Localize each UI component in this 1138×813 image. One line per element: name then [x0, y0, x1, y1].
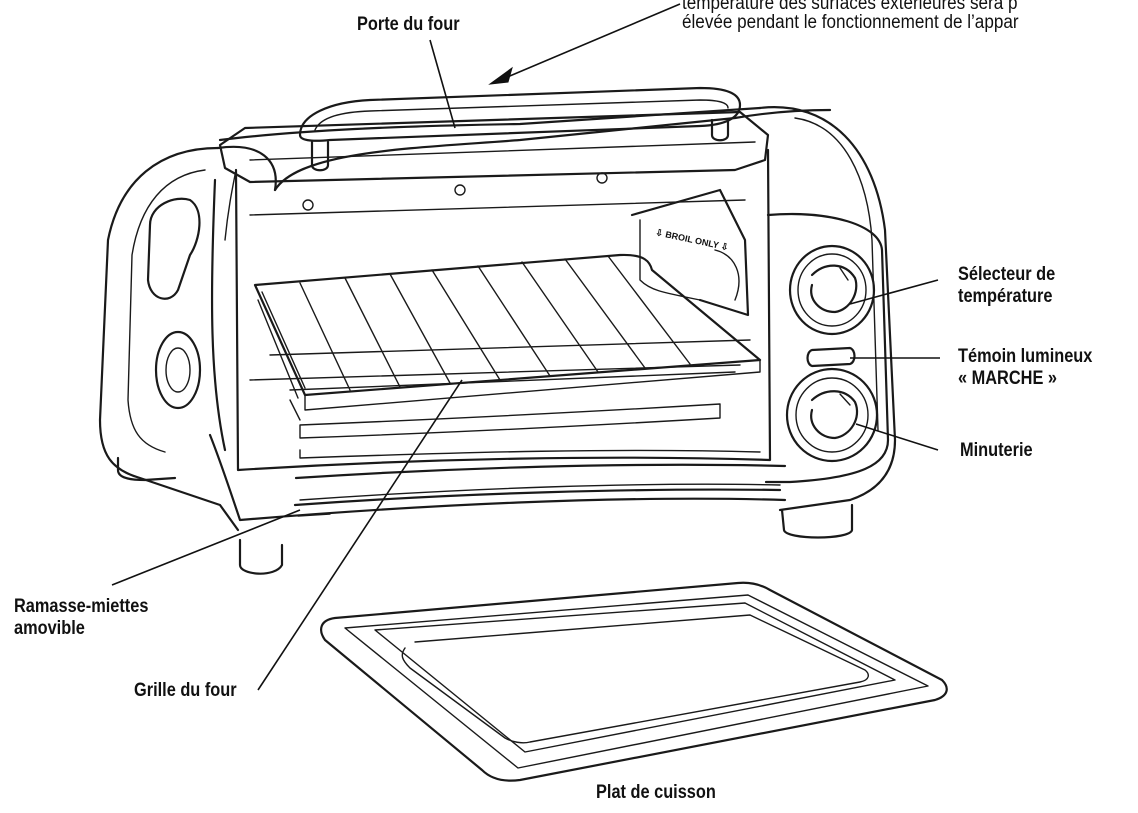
label-oven-door: Porte du four — [357, 14, 460, 35]
label-crumb-tray-line-1: Ramasse-miettes — [14, 596, 149, 617]
temperature-knob — [788, 244, 876, 336]
timer-knob — [785, 367, 879, 463]
oven-rack — [253, 253, 762, 421]
label-timer: Minuterie — [960, 440, 1033, 461]
oven-body — [98, 106, 897, 575]
oven-cavity — [210, 148, 772, 472]
label-baking-pan: Plat de cuisson — [596, 782, 716, 803]
baking-pan — [320, 581, 948, 782]
warning-line-1: température des surfaces extérieures ser… — [682, 0, 1018, 14]
oven-door — [218, 86, 770, 184]
label-temperature-selector-line-1: Sélecteur de — [958, 264, 1056, 285]
label-temperature-selector-line-2: température — [958, 286, 1053, 307]
label-crumb-tray: Ramasse-miettes amovible — [14, 596, 148, 640]
leader-lines — [111, 3, 940, 691]
label-crumb-tray-line-2: amovible — [14, 618, 85, 639]
warning-text: température des surfaces extérieures ser… — [682, 0, 1019, 32]
warning-line-2: élevée pendant le fonctionnement de l’ap… — [682, 12, 1019, 33]
broil-only-stamp: ⇩ BROIL ONLY ⇩ — [655, 227, 730, 252]
label-power-light-line-2: « MARCHE » — [958, 368, 1057, 389]
label-oven-rack: Grille du four — [134, 680, 237, 701]
label-power-light: Témoin lumineux « MARCHE » — [958, 346, 1092, 390]
power-indicator-light — [806, 346, 856, 368]
label-power-light-line-1: Témoin lumineux — [958, 346, 1093, 367]
label-temperature-selector: Sélecteur de température — [958, 264, 1055, 308]
